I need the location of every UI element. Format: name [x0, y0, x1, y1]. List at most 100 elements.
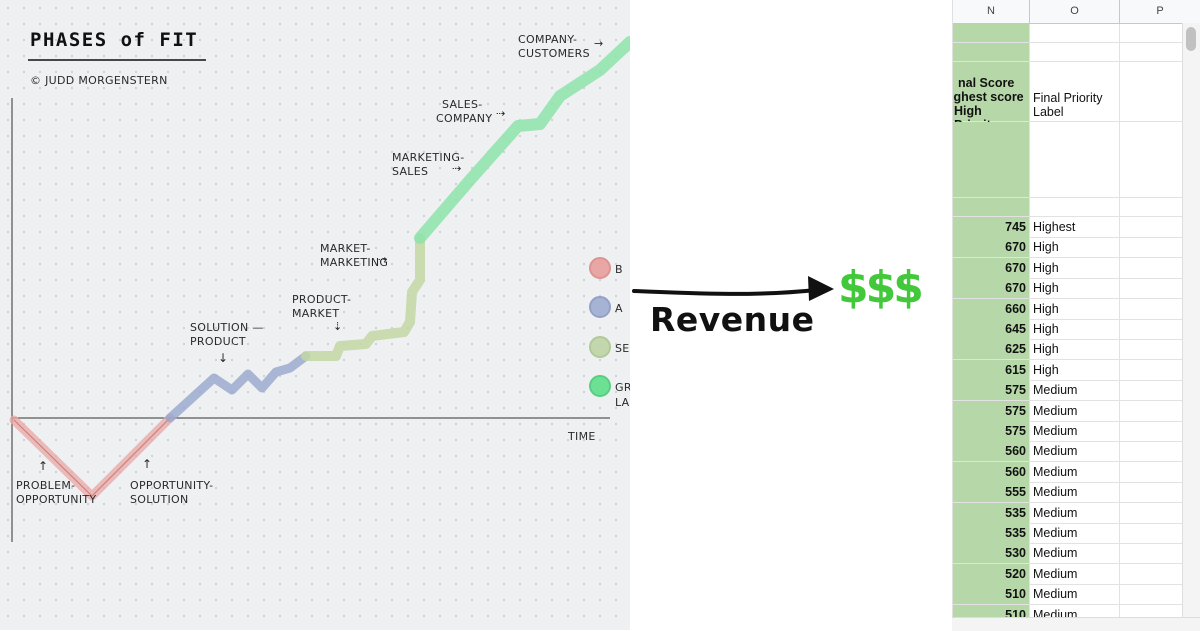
- phase-label-1-l1: OPPORTUNITY-: [130, 479, 213, 492]
- legend-swatch-2: [589, 336, 611, 358]
- phases-of-fit-sketch: PHASES of FIT © JUDD MORGENSTERN TIME ↑ …: [0, 0, 630, 630]
- cell-priority-label[interactable]: High: [1030, 258, 1120, 279]
- scrollbar-thumb[interactable]: [1186, 27, 1196, 51]
- cell-score[interactable]: 575: [953, 401, 1030, 422]
- arrow-right-6: ⇢: [452, 162, 462, 175]
- header-n-line-2: ighest score: [952, 90, 1024, 104]
- sketch-canvas: PHASES of FIT © JUDD MORGENSTERN TIME ↑ …: [9, 29, 630, 542]
- phase-label-5-l2: SALES: [392, 165, 428, 178]
- cell-score[interactable]: 670: [953, 258, 1030, 279]
- cell-priority-label[interactable]: High: [1030, 278, 1120, 299]
- cell-priority-label[interactable]: High: [1030, 299, 1120, 320]
- cell-priority-label[interactable]: High: [1030, 339, 1120, 360]
- sketch-author: © JUDD MORGENSTERN: [30, 74, 168, 87]
- cell-o-spacer[interactable]: [1030, 122, 1120, 198]
- legend-swatch-3: [589, 375, 611, 397]
- legend-swatch-0: [589, 257, 611, 279]
- legend-label-2: SE: [615, 342, 630, 355]
- cell-score[interactable]: 510: [953, 584, 1030, 605]
- cell-score[interactable]: 670: [953, 278, 1030, 299]
- arrow-right-5: ⇢: [378, 253, 388, 266]
- phase-label-0-l2: OPPORTUNITY: [16, 493, 96, 506]
- cell-n-blank-3[interactable]: [953, 198, 1030, 217]
- arrow-up-1: ↑: [38, 459, 48, 473]
- column-header-p[interactable]: P: [1120, 0, 1200, 24]
- phase-label-3-l2: MARKET: [292, 307, 339, 320]
- legend-swatch-1: [589, 296, 611, 318]
- vertical-scrollbar[interactable]: [1182, 23, 1200, 617]
- phase-label-5-l1: MARKETING-: [392, 151, 465, 164]
- header-o-line-2: Label: [1033, 105, 1064, 119]
- cell-score[interactable]: 535: [953, 523, 1030, 544]
- revenue-section: Revenue $$$: [630, 0, 952, 630]
- phase-label-2-l2: PRODUCT: [190, 335, 246, 348]
- column-header-n[interactable]: N: [953, 0, 1030, 24]
- header-o-line-1: Final Priority: [1033, 91, 1103, 105]
- cell-score[interactable]: 575: [953, 421, 1030, 442]
- legend-label-3-extra: LA: [615, 396, 630, 409]
- phase-label-4-l2: MARKETING: [320, 256, 388, 269]
- phase-annotations: ↑ PROBLEM- OPPORTUNITY ↑ OPPORTUNITY- SO…: [16, 33, 604, 506]
- phase-label-7-l2: CUSTOMERS: [518, 47, 590, 60]
- phase-label-0-l1: PROBLEM-: [16, 479, 75, 492]
- cell-score[interactable]: 625: [953, 339, 1030, 360]
- arrow-right-8: →: [594, 37, 604, 50]
- cell-priority-label[interactable]: Highest: [1030, 217, 1120, 238]
- cell-priority-label[interactable]: Medium: [1030, 584, 1120, 605]
- cell-o-blank-3[interactable]: [1030, 198, 1120, 217]
- cell-score[interactable]: 745: [953, 217, 1030, 238]
- header-n-line-1: nal Score: [958, 76, 1015, 90]
- phase-label-7-l1: COMPANY-: [518, 33, 577, 46]
- cell-score[interactable]: 645: [953, 319, 1030, 340]
- curve-solution-segment: [165, 351, 311, 423]
- cell-priority-label[interactable]: High: [1030, 360, 1120, 381]
- column-header-o[interactable]: O: [1030, 0, 1120, 24]
- dollar-signs-icon: $$$: [838, 262, 924, 313]
- cell-n-blank-1[interactable]: [953, 24, 1030, 43]
- cell-priority-label[interactable]: Medium: [1030, 523, 1120, 544]
- cell-priority-label[interactable]: Medium: [1030, 380, 1120, 401]
- arrow-down-3: ↓: [218, 351, 228, 365]
- cell-priority-label[interactable]: Medium: [1030, 441, 1120, 462]
- cell-priority-label[interactable]: Medium: [1030, 543, 1120, 564]
- cell-score[interactable]: 520: [953, 564, 1030, 585]
- cell-priority-label[interactable]: Medium: [1030, 503, 1120, 524]
- cell-score[interactable]: 660: [953, 299, 1030, 320]
- revenue-arrow: [632, 276, 834, 301]
- cell-n-blank-2[interactable]: [953, 43, 1030, 62]
- arrow-right-7: ⇢: [496, 107, 506, 120]
- legend-label-1: A: [615, 302, 623, 315]
- cell-priority-label[interactable]: Medium: [1030, 482, 1120, 503]
- cell-score[interactable]: 560: [953, 462, 1030, 483]
- cell-score[interactable]: 530: [953, 543, 1030, 564]
- arrow-down-4: ⇣: [333, 320, 343, 333]
- cell-score[interactable]: 535: [953, 503, 1030, 524]
- cell-n-header[interactable]: nal Score ighest score High Priority: [952, 62, 1030, 132]
- cell-priority-label[interactable]: Medium: [1030, 401, 1120, 422]
- cell-score[interactable]: 555: [953, 482, 1030, 503]
- cell-score[interactable]: 575: [953, 380, 1030, 401]
- arrow-head: [808, 276, 834, 301]
- cell-score[interactable]: 670: [953, 237, 1030, 258]
- cell-score[interactable]: 615: [953, 360, 1030, 381]
- legend-label-3: GR: [615, 381, 630, 394]
- cell-o-header[interactable]: Final Priority Label: [1030, 62, 1120, 122]
- phase-curve: [9, 36, 630, 501]
- cell-o-blank-2[interactable]: [1030, 43, 1120, 62]
- cell-priority-label[interactable]: Medium: [1030, 421, 1120, 442]
- cell-priority-label[interactable]: Medium: [1030, 462, 1120, 483]
- phase-label-1-l2: SOLUTION: [130, 493, 189, 506]
- cell-priority-label[interactable]: Medium: [1030, 564, 1120, 585]
- cell-priority-label[interactable]: High: [1030, 319, 1120, 340]
- horizontal-scrollbar[interactable]: [952, 617, 1200, 631]
- cell-n-spacer[interactable]: [953, 122, 1030, 198]
- revenue-label: Revenue: [650, 300, 815, 339]
- curve-problem-line: [13, 417, 171, 497]
- phase-label-4-l1: MARKET-: [320, 242, 371, 255]
- cell-score[interactable]: 560: [953, 441, 1030, 462]
- curve-market-segment: [301, 233, 425, 361]
- sketch-legend: B A SE GR LA: [589, 257, 630, 409]
- spreadsheet[interactable]: N O P nal Score ighest score High Priori…: [952, 0, 1200, 630]
- cell-priority-label[interactable]: High: [1030, 237, 1120, 258]
- cell-o-blank-1[interactable]: [1030, 24, 1120, 43]
